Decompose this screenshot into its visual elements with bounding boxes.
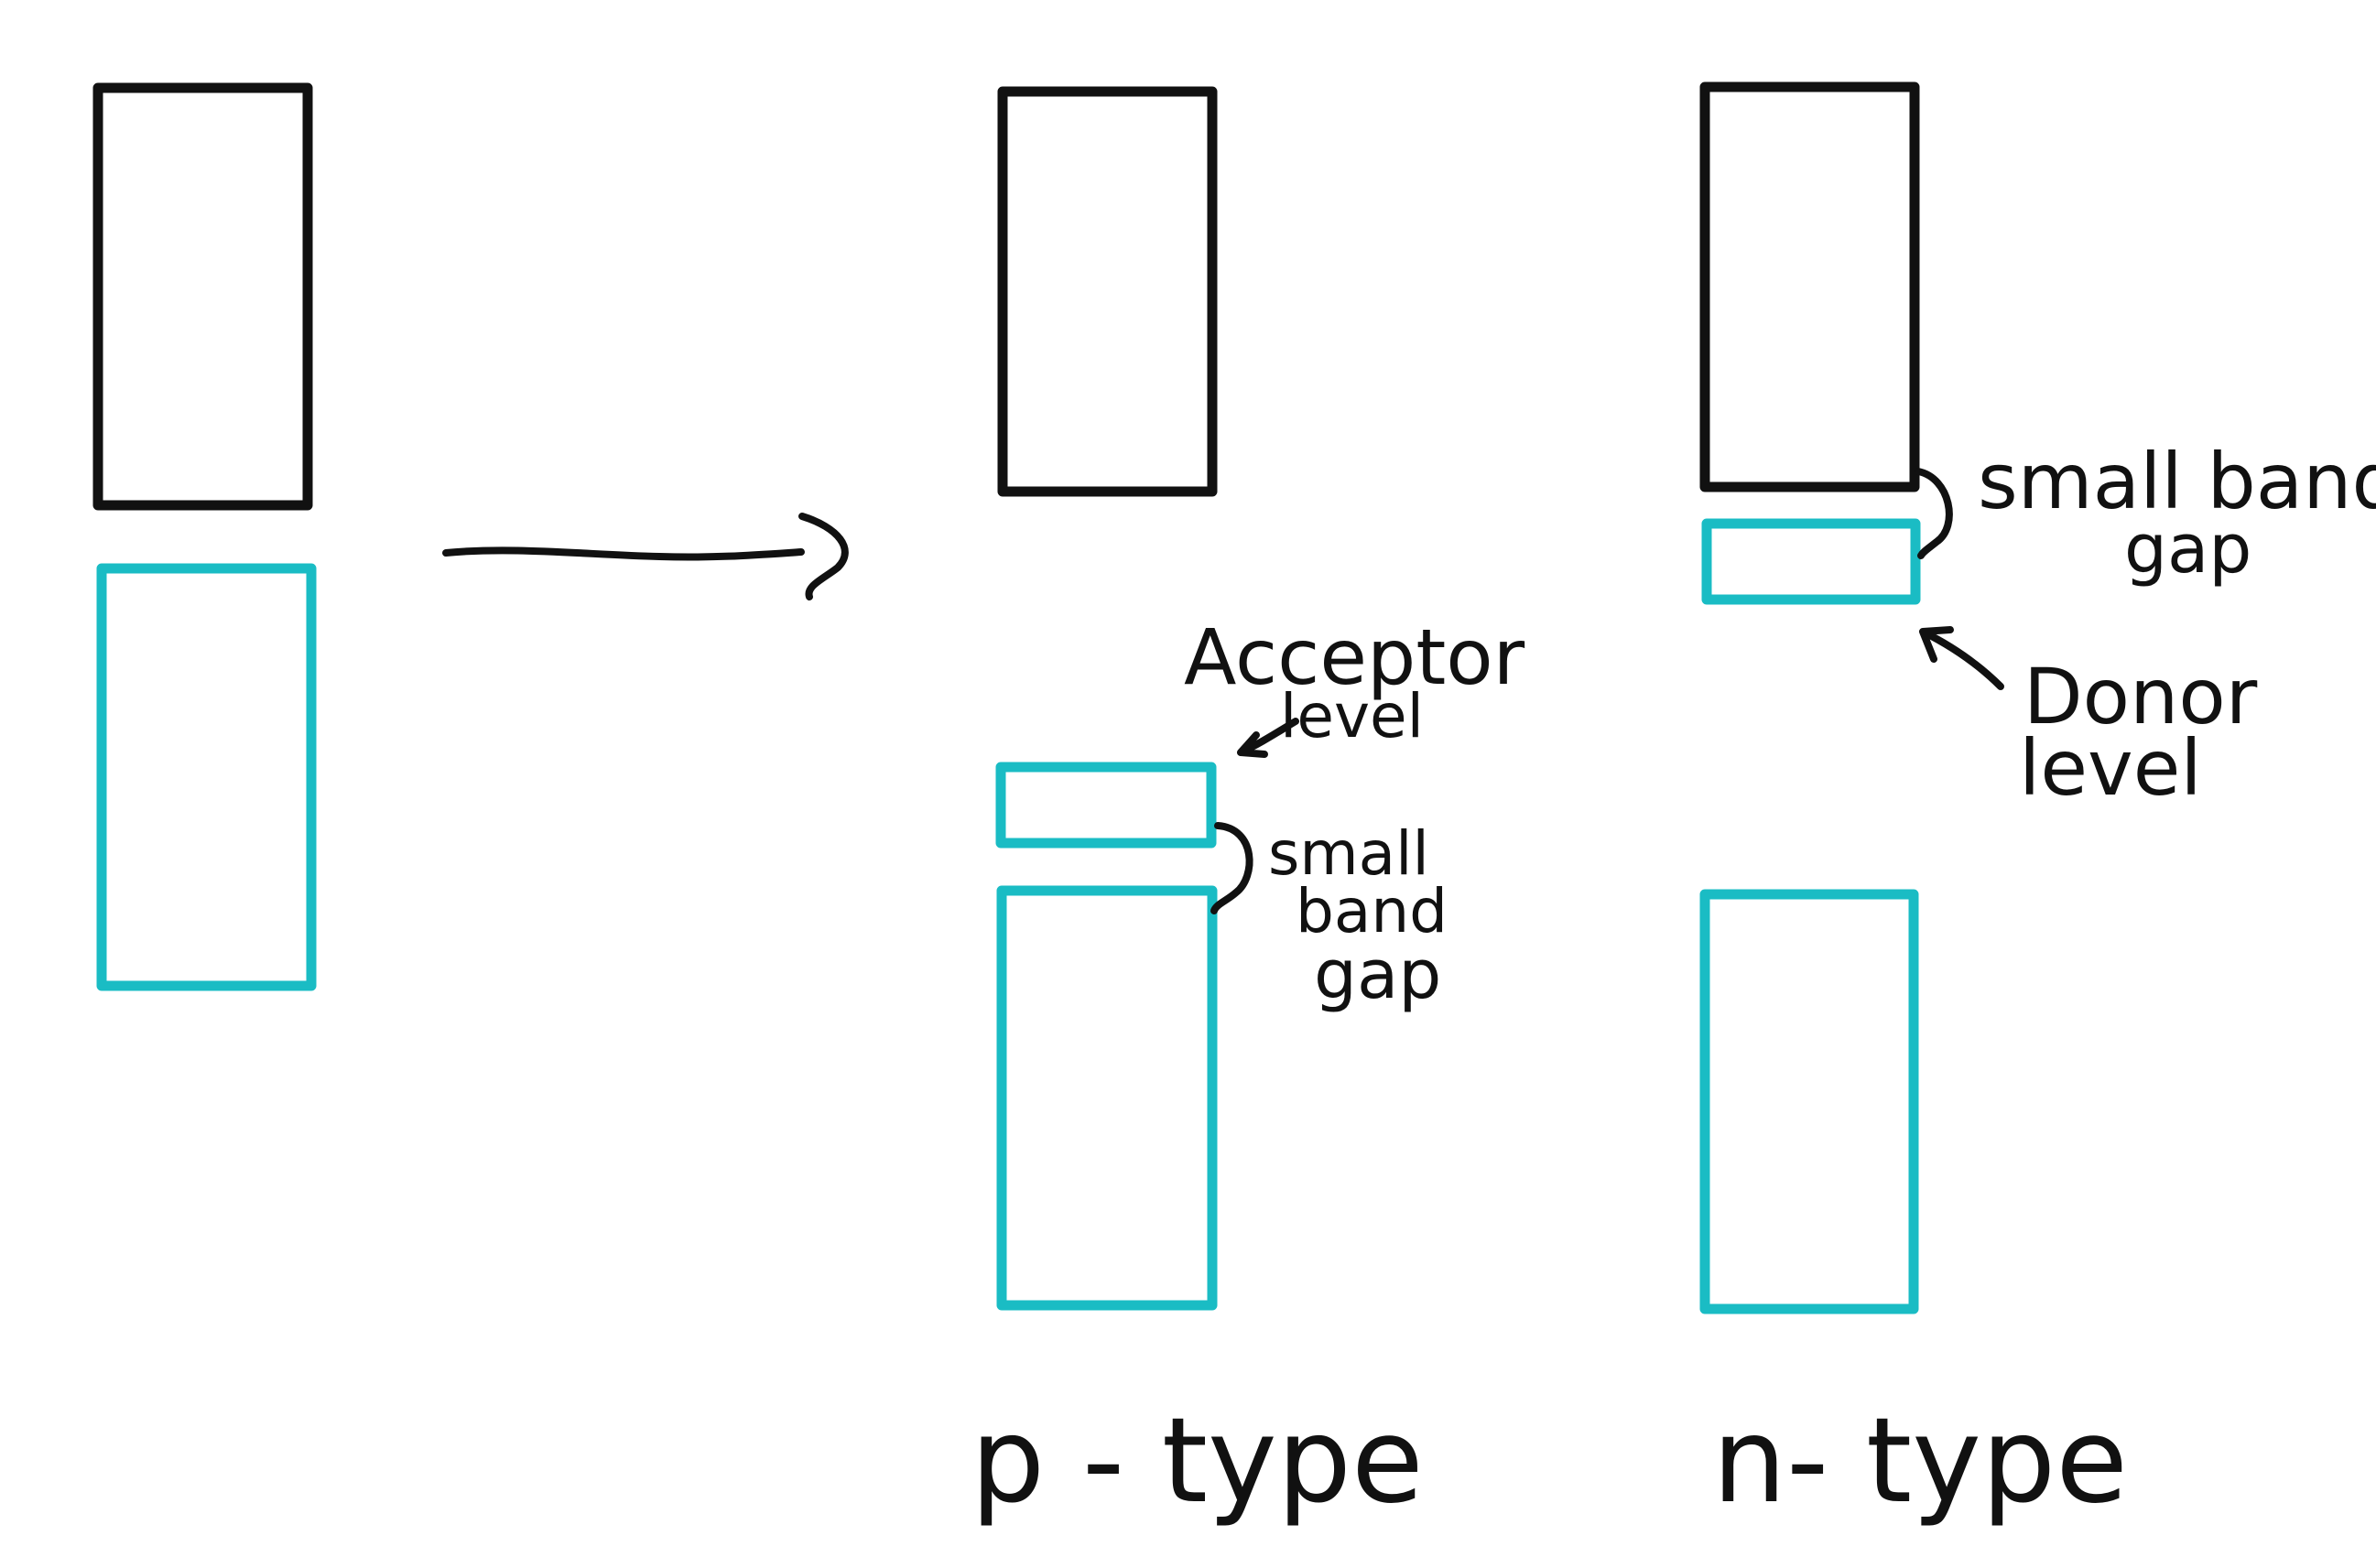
n-type-small-band-gap-line2: gap xyxy=(2124,510,2251,589)
arrow-head xyxy=(798,513,849,600)
acceptor-level-label-line1: Acceptor xyxy=(1184,612,1525,702)
doping-arrow xyxy=(442,513,849,600)
p-type-band-diagram: Acceptor level small band gap p - type xyxy=(971,86,1525,1530)
n-type-band-diagram: small band gap Donor level n- type xyxy=(1699,81,2376,1530)
donor-level-label-line2: level xyxy=(2019,723,2202,813)
intrinsic-band-diagram xyxy=(92,82,317,991)
p-type-small-band-gap-line1: small xyxy=(1268,818,1429,889)
intrinsic-conduction-band xyxy=(92,82,313,511)
intrinsic-valence-band xyxy=(96,563,317,991)
n-type-valence-band xyxy=(1699,889,1919,1314)
n-type-conduction-band xyxy=(1699,81,1920,492)
donor-level-band xyxy=(1701,518,1921,605)
p-type-label: p - type xyxy=(971,1393,1424,1530)
p-type-gap-brace xyxy=(1210,822,1253,914)
acceptor-pointer-arrow xyxy=(1237,718,1299,758)
donor-pointer-arrow xyxy=(1919,626,2004,690)
acceptor-level-band xyxy=(995,762,1217,849)
p-type-valence-band xyxy=(996,885,1218,1311)
acceptor-level-label-line2: level xyxy=(1280,681,1424,752)
arrow-shaft xyxy=(442,546,805,561)
n-type-label: n- type xyxy=(1712,1393,2128,1530)
p-type-conduction-band xyxy=(997,86,1218,497)
p-type-small-band-gap-line3: gap xyxy=(1314,935,1441,1014)
n-type-small-band-gap-line1: small band xyxy=(1978,437,2376,526)
p-type-small-band-gap-line2: band xyxy=(1296,876,1448,946)
donor-level-label-line1: Donor xyxy=(2023,652,2258,741)
n-type-gap-brace xyxy=(1915,468,1953,559)
